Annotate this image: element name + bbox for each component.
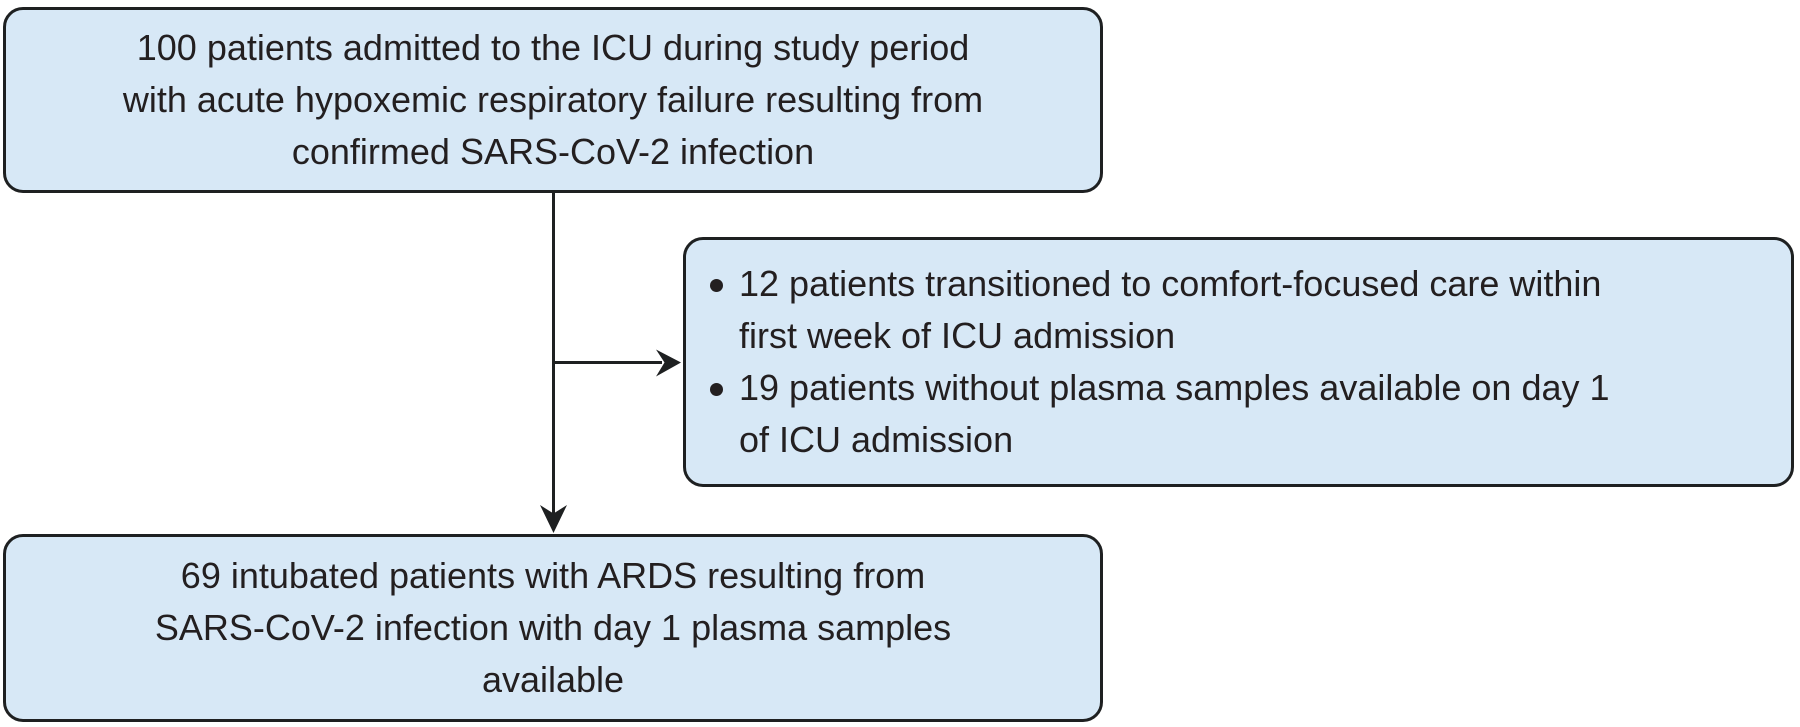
exclusion-item-comfort-care: 12 patients transitioned to comfort-focu… — [710, 258, 1781, 362]
exclusion-item-text: 12 patients transitioned to comfort-focu… — [739, 258, 1781, 362]
enrollment-line-2: with acute hypoxemic respiratory failure… — [122, 79, 984, 120]
final-cohort-box: 69 intubated patients with ARDS resultin… — [3, 534, 1103, 722]
exclusion-item-2-line-1: 19 patients without plasma samples avail… — [739, 367, 1610, 408]
exclusion-item-1-line-1: 12 patients transitioned to comfort-focu… — [739, 263, 1602, 304]
exclusion-item-text: 19 patients without plasma samples avail… — [739, 362, 1781, 466]
enrollment-line-1: 100 patients admitted to the ICU during … — [136, 27, 970, 68]
exclusion-item-no-plasma: 19 patients without plasma samples avail… — [710, 362, 1781, 466]
enrollment-line-3: confirmed SARS-CoV-2 infection — [291, 131, 815, 172]
final-line-2: SARS-CoV-2 infection with day 1 plasma s… — [154, 607, 952, 648]
enrollment-box: 100 patients admitted to the ICU during … — [3, 7, 1103, 193]
exclusion-item-2-line-2: of ICU admission — [739, 419, 1014, 460]
bullet-icon — [710, 383, 723, 396]
final-line-1: 69 intubated patients with ARDS resultin… — [180, 555, 926, 596]
final-line-3: available — [481, 659, 625, 700]
exclusion-item-1-line-2: first week of ICU admission — [739, 315, 1176, 356]
down-arrowhead-icon — [540, 505, 567, 533]
bullet-icon — [710, 279, 723, 292]
exclusion-box: 12 patients transitioned to comfort-focu… — [683, 237, 1794, 487]
right-arrowhead-icon — [656, 349, 681, 377]
